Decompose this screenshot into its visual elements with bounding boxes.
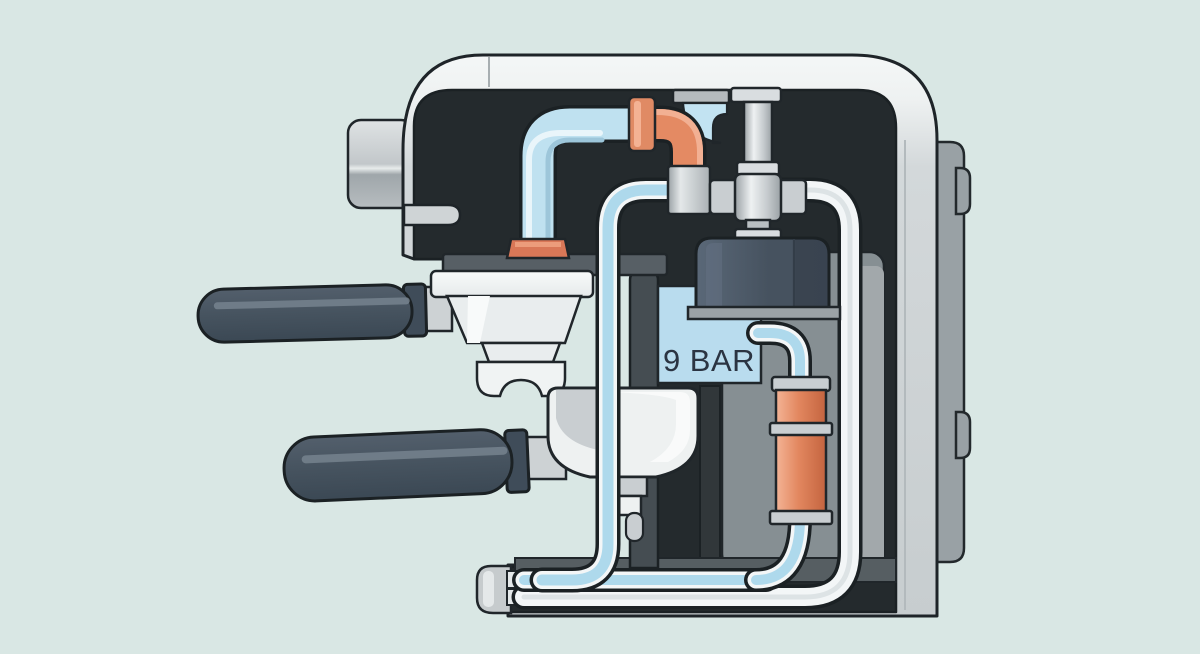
flange-highlight — [515, 242, 561, 247]
pipe-highlight — [526, 130, 603, 253]
steam-valve-handle — [282, 428, 568, 503]
handle-grip-upper — [196, 283, 414, 344]
pipe-flange-orange — [505, 237, 571, 260]
handle-grip-lower — [282, 428, 514, 503]
pipe-shade — [545, 137, 605, 253]
funnel-bracket — [671, 88, 731, 105]
group-head-highlight — [467, 296, 490, 343]
boiler-spout-mid — [617, 494, 643, 517]
tee-block — [733, 172, 783, 223]
copper-inlet-elbow — [627, 95, 712, 216]
top-pipe-tee — [708, 86, 808, 243]
group-head-body — [445, 294, 583, 345]
valve-sleeve — [666, 164, 712, 216]
group-head-plate — [429, 269, 595, 299]
return-pipe-white — [511, 177, 863, 610]
group-head — [416, 252, 669, 398]
pump-body — [694, 236, 831, 310]
coupling-ring — [627, 95, 657, 153]
boiler — [546, 386, 700, 543]
portafilter-handle — [196, 282, 429, 344]
coupling-highlight — [634, 101, 641, 147]
pump-highlight — [706, 243, 722, 306]
pressure-label-text: 9 BAR — [663, 343, 755, 378]
boiler-drip-tube — [624, 511, 645, 543]
pump — [686, 236, 842, 321]
side-panel-tab-upper — [954, 166, 972, 216]
corner-highlight — [483, 571, 494, 607]
handle-stripe-upper — [213, 297, 410, 310]
cold-water-pipe — [505, 105, 632, 260]
heater-cap-bottom — [768, 509, 834, 526]
heater-body — [774, 388, 828, 516]
heater-top-pipe — [746, 321, 812, 392]
heater-element — [768, 375, 834, 526]
water-circuit-pipes — [511, 177, 863, 610]
brew-pipe-vertical — [529, 177, 713, 593]
boiler-cap-section — [556, 390, 598, 450]
handle-stripe-lower — [301, 446, 508, 464]
heater-bottom-pipe — [744, 506, 812, 592]
boiler-highlight — [610, 392, 690, 462]
vertical-pipe — [742, 100, 774, 165]
elbow-highlight — [654, 109, 703, 168]
side-panel-tab-lower — [954, 410, 972, 460]
top-flange — [729, 86, 783, 104]
casing-cut-lip — [402, 203, 462, 227]
pump-base-plate — [686, 305, 842, 321]
portafilter-neck — [480, 341, 562, 364]
heater-band — [768, 421, 834, 437]
boiler-frame-bar — [699, 385, 721, 569]
